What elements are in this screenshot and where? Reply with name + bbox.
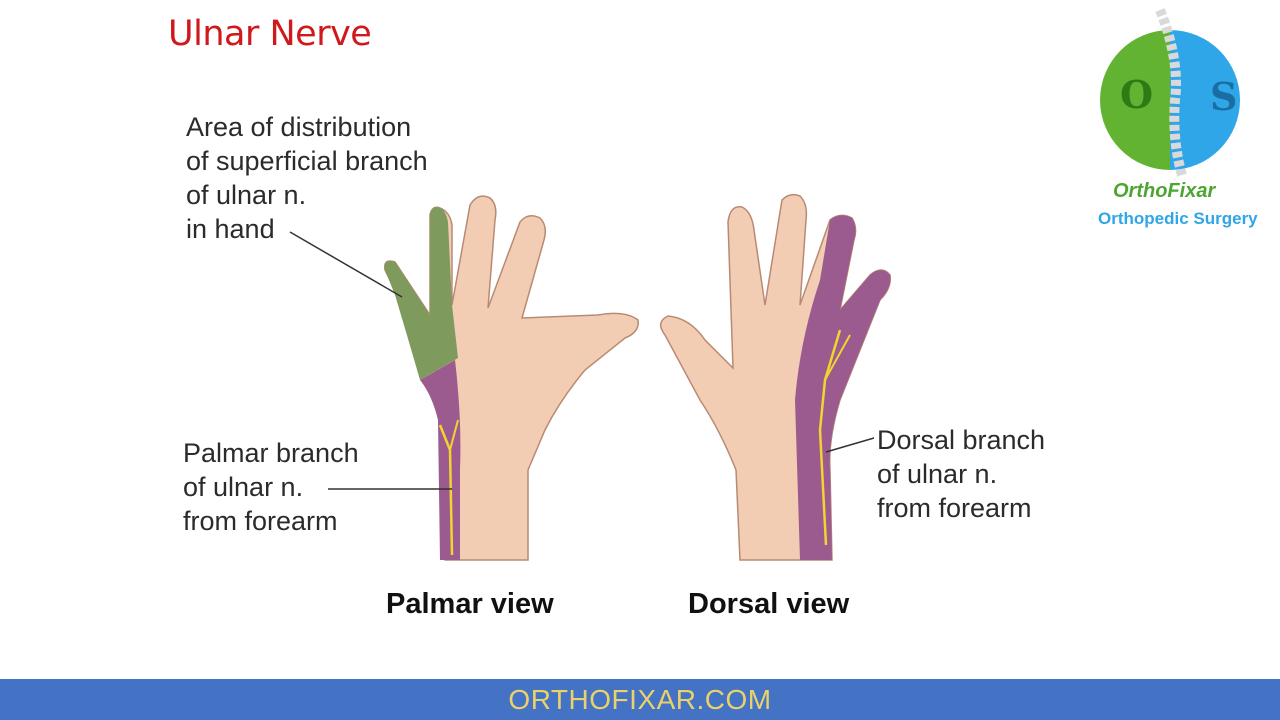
palmar-branch-label: Palmar branch of ulnar n. from forearm: [183, 436, 359, 538]
palmar-view-label: Palmar view: [386, 588, 554, 621]
dorsal-hand: [661, 195, 891, 560]
footer-bar: ORTHOFIXAR.COM: [0, 679, 1280, 720]
dorsal-branch-label: Dorsal branch of ulnar n. from forearm: [877, 423, 1045, 525]
logo-letter-s: S: [1210, 74, 1237, 119]
dorsal-leader-line: [826, 438, 874, 452]
superficial-area-label: Area of distribution of superficial bran…: [186, 110, 428, 246]
footer-site-link[interactable]: ORTHOFIXAR.COM: [508, 684, 771, 716]
orthofixar-logo: O S: [1100, 10, 1240, 175]
logo-letter-o: O: [1120, 72, 1153, 117]
logo-brand-name: OrthoFixar: [1113, 180, 1215, 203]
dorsal-view-label: Dorsal view: [688, 588, 849, 621]
palmar-hand: [385, 196, 639, 560]
logo-tagline: Orthopedic Surgery: [1098, 209, 1258, 229]
